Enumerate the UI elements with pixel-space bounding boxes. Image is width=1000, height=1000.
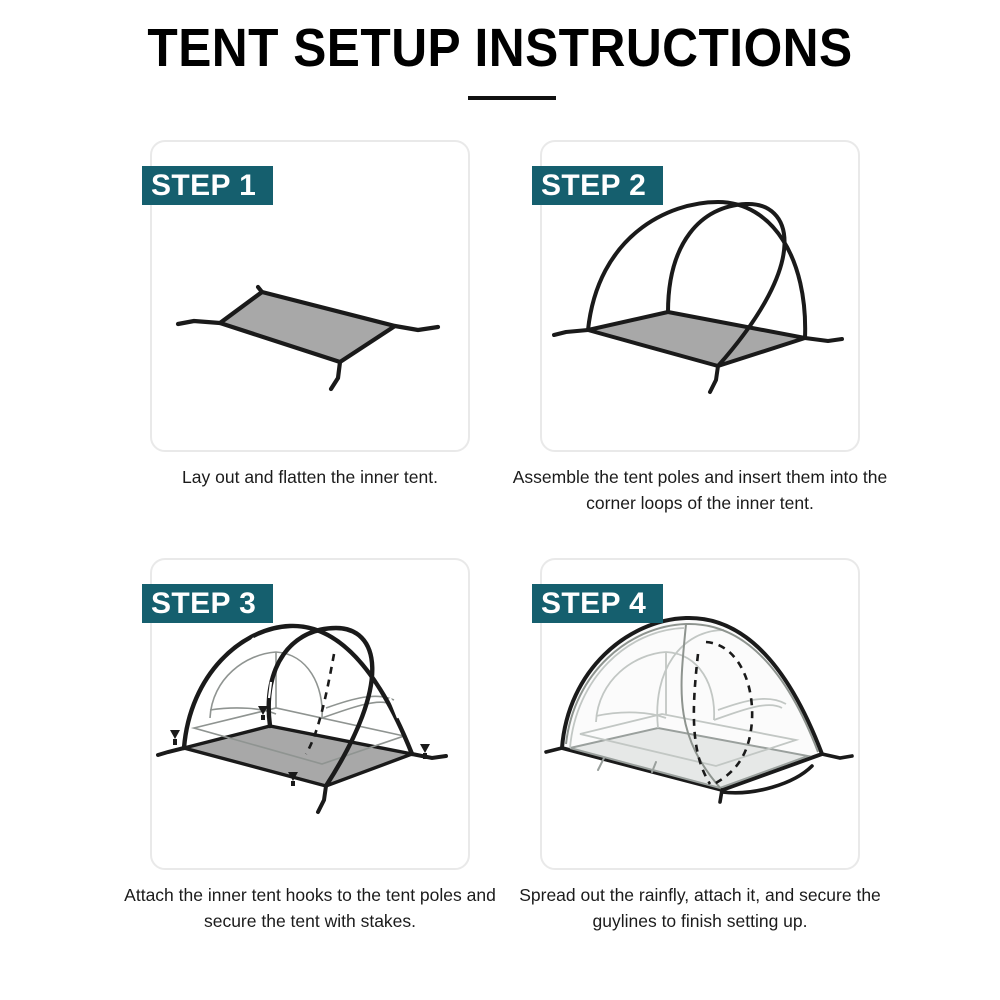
tent-pole-frame-icon [540,140,860,452]
step-badge-2: STEP 2 [532,166,663,205]
header: TENT SETUP INSTRUCTIONS [0,0,1000,120]
step-badge-1: STEP 1 [142,166,273,205]
tent-inner-body-staked-icon [150,558,470,870]
step-caption-2: Assemble the tent poles and insert them … [512,467,888,513]
page-title: TENT SETUP INSTRUCTIONS [147,18,853,78]
tent-rainfly-complete-icon [540,558,860,870]
step-caption-1: Lay out and flatten the inner tent. [182,467,438,487]
steps-grid: STEP 1 Lay out and flatten the inner ten… [0,118,1000,998]
title-divider [468,96,556,100]
step-badge-4: STEP 4 [532,584,663,623]
step-caption-4: Spread out the rainfly, attach it, and s… [519,885,881,931]
step-badge-3: STEP 3 [142,584,273,623]
step-caption-3: Attach the inner tent hooks to the tent … [124,885,496,931]
tent-floor-flat-icon [150,140,470,452]
